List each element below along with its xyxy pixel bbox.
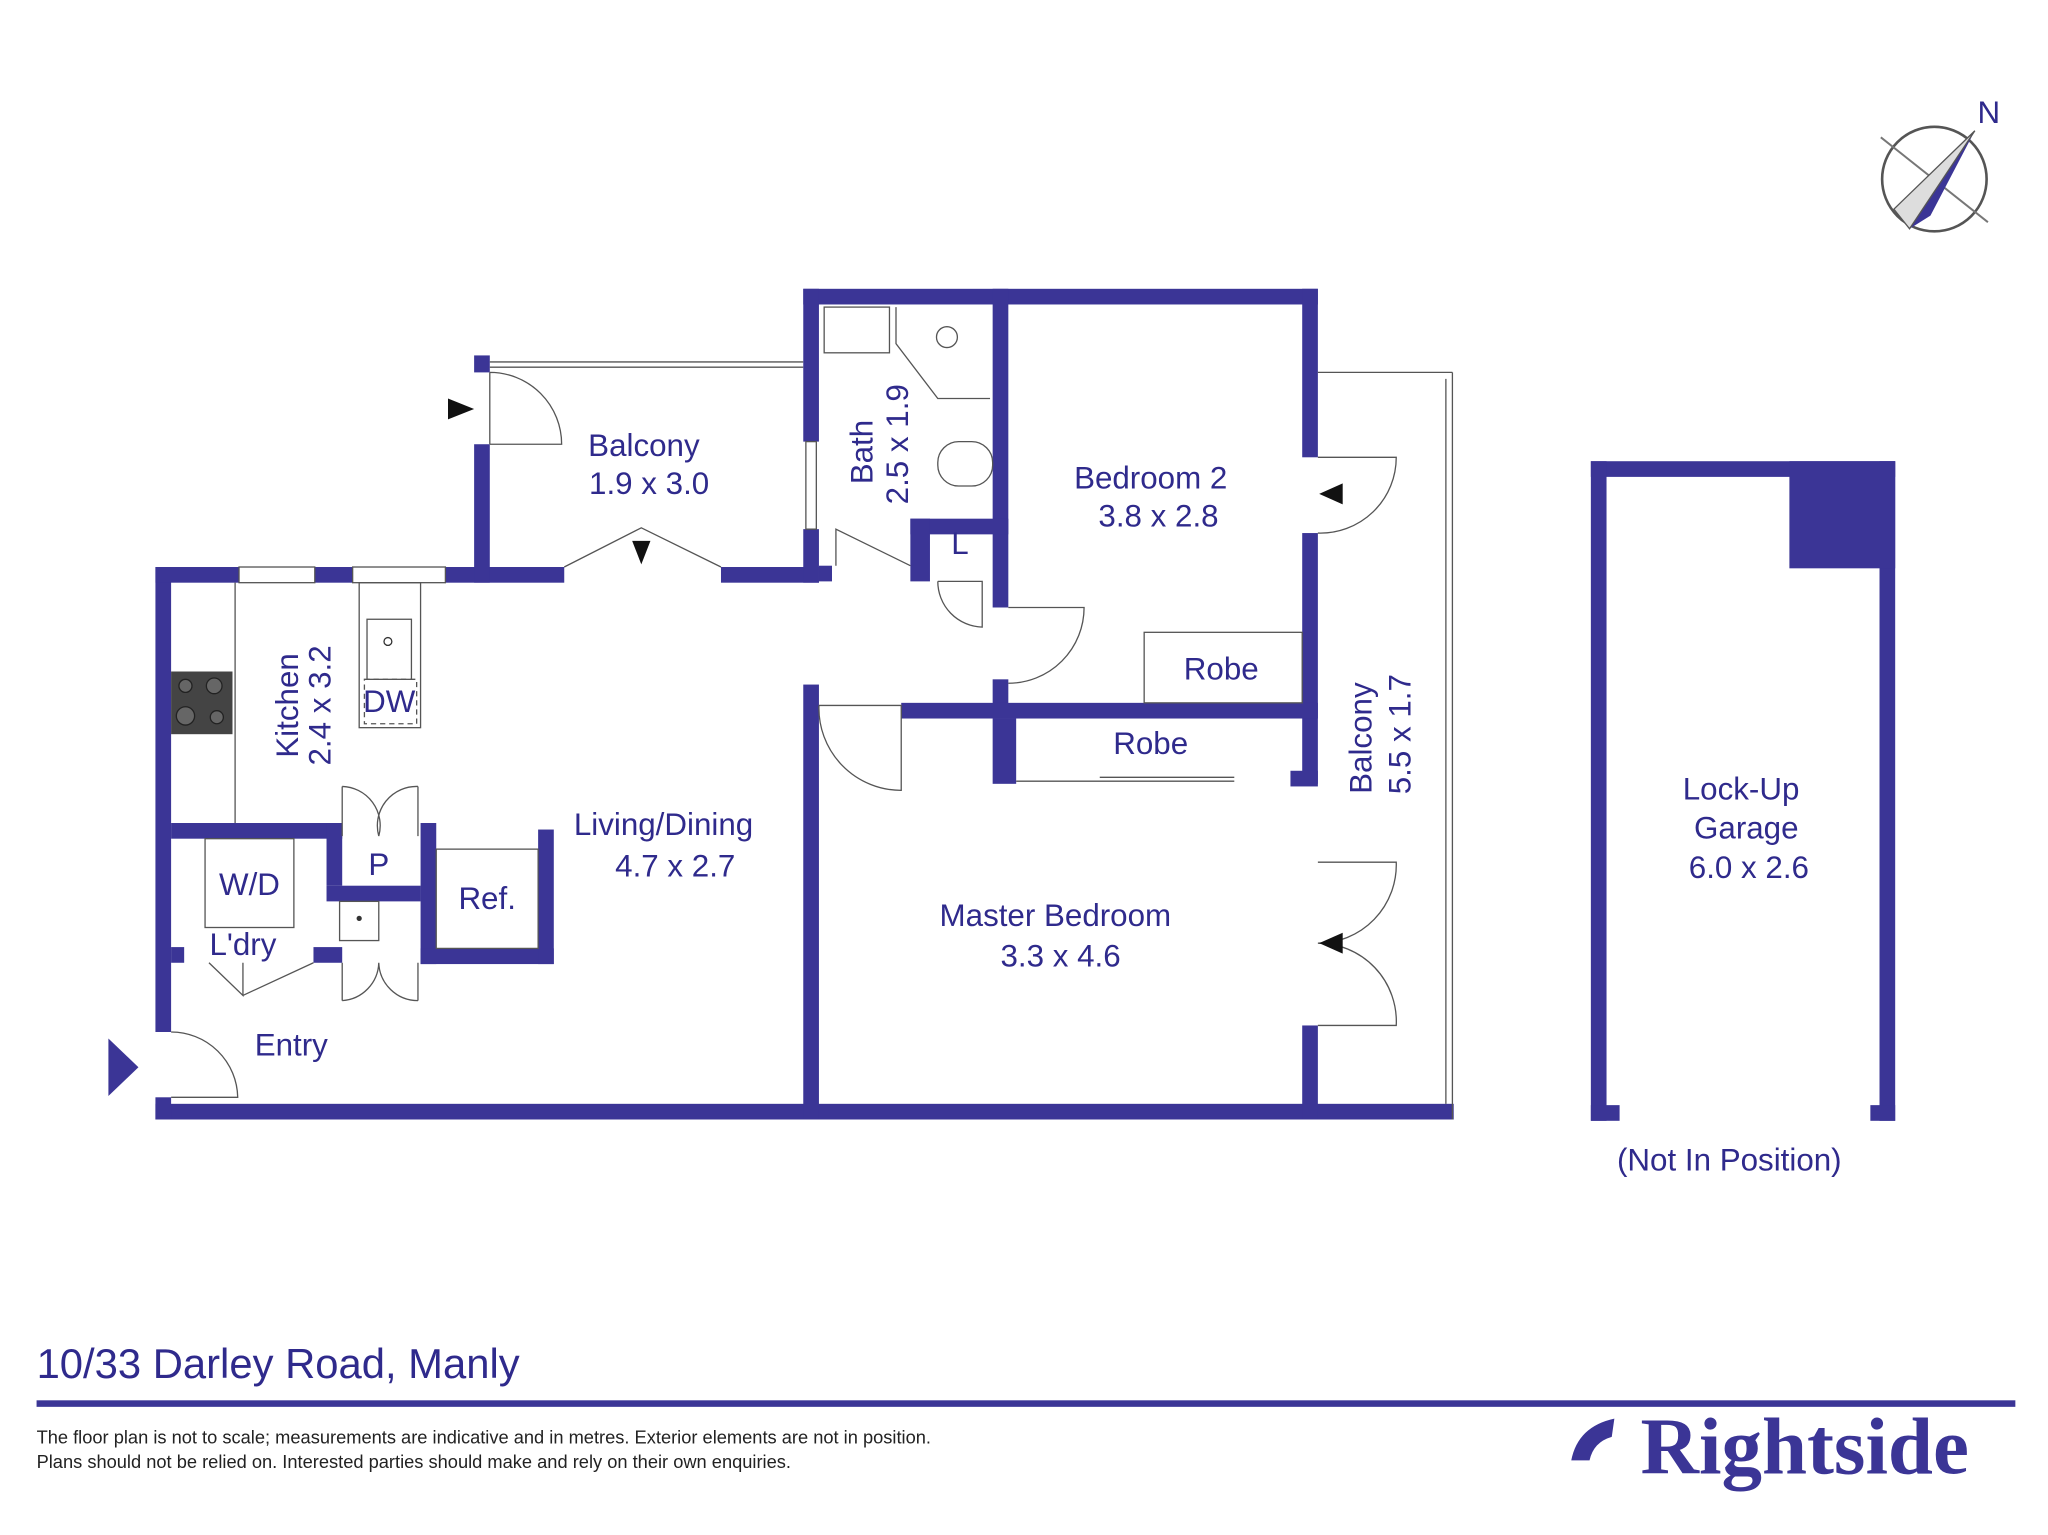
garage-size: 6.0 x 2.6 — [1689, 850, 1809, 885]
robe-label-master: Robe — [1113, 726, 1188, 761]
balcony-side-size: 5.5 x 1.7 — [1383, 674, 1418, 794]
balcony-top-name: Balcony — [588, 428, 700, 463]
kitchen-size: 2.4 x 3.2 — [302, 645, 337, 765]
fridge-label: Ref. — [458, 881, 515, 916]
pantry-label: P — [368, 847, 389, 882]
room-labels: Balcony 1.9 x 3.0 Bath 2.5 x 1.9 Bedroom… — [209, 384, 1841, 1177]
robe-label: Robe — [1184, 651, 1259, 686]
living-size: 4.7 x 2.7 — [615, 849, 735, 884]
bedroom2-name: Bedroom 2 — [1074, 461, 1227, 496]
balcony-side-name: Balcony — [1343, 682, 1378, 794]
master-name: Master Bedroom — [940, 898, 1172, 933]
footer-divider — [36, 1400, 2016, 1407]
compass-icon: N — [1880, 95, 2000, 233]
bath-size: 2.5 x 1.9 — [880, 384, 915, 504]
compass-north-label: N — [1977, 95, 2000, 130]
entry-label: Entry — [255, 1028, 328, 1063]
property-address: 10/33 Darley Road, Manly — [37, 1340, 520, 1387]
living-name: Living/Dining — [574, 807, 753, 842]
disclaimer-line-2: Plans should not be relied on. Intereste… — [37, 1451, 791, 1472]
bath-name: Bath — [844, 420, 879, 484]
logo-text: Rightside — [1640, 1401, 1968, 1491]
disclaimer-line-1: The floor plan is not to scale; measurem… — [37, 1426, 931, 1447]
garage-name-1: Lock-Up — [1683, 772, 1800, 807]
kitchen-name: Kitchen — [270, 653, 305, 758]
garage-note: (Not In Position) — [1617, 1142, 1842, 1177]
bedroom2-size: 3.8 x 2.8 — [1098, 499, 1218, 534]
garage-name-2: Garage — [1694, 811, 1799, 846]
linen-label: L — [951, 526, 968, 561]
rightside-logo: Rightside — [1571, 1401, 1969, 1491]
laundry-label: L'dry — [209, 927, 276, 962]
washer-dryer-label: W/D — [219, 867, 280, 902]
master-size: 3.3 x 4.6 — [1000, 939, 1120, 974]
walls — [155, 288, 1896, 1121]
doors — [108, 371, 1397, 1098]
balcony-top-size: 1.9 x 3.0 — [589, 466, 709, 501]
dishwasher-label: DW — [363, 684, 416, 719]
